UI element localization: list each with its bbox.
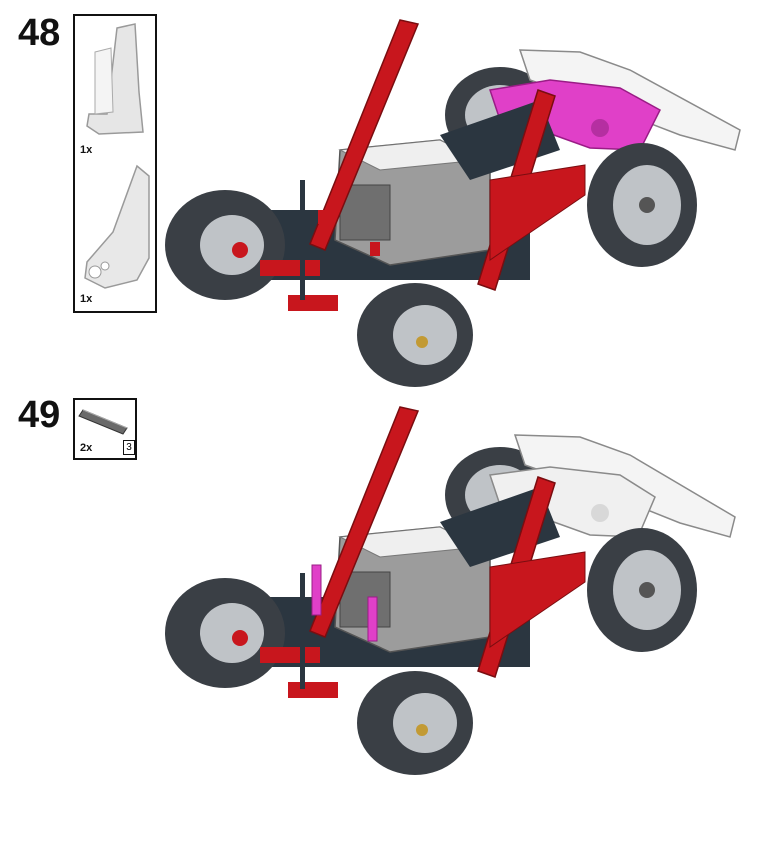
robot-model-step-49 [165, 406, 736, 775]
red-beam-left [309, 19, 420, 251]
part-quantity: 1x [80, 144, 93, 156]
front-left-wheel [165, 190, 285, 300]
part-quantity: 2x [80, 442, 93, 454]
parts-callout: 2x 3 [73, 398, 137, 460]
axle-length-badge: 3 [123, 440, 135, 455]
front-left-wheel [165, 578, 285, 688]
robot-model-step-48 [165, 19, 741, 387]
white-panel-part-icon [86, 23, 144, 135]
magenta-axle [311, 564, 322, 616]
step-number: 49 [18, 394, 61, 436]
parts-callout: 1x 1x [73, 14, 157, 313]
step-number: 48 [18, 12, 61, 54]
front-right-wheel [587, 528, 697, 652]
front-right-wheel [587, 143, 697, 267]
dark-gray-axle-part-icon [78, 409, 128, 435]
front-bottom-wheel [357, 283, 473, 387]
part-quantity: 1x [80, 293, 93, 305]
white-curved-panel-part-icon [84, 164, 150, 289]
magenta-axle [367, 596, 378, 642]
red-beam-left [309, 406, 420, 638]
front-bottom-wheel [357, 671, 473, 775]
